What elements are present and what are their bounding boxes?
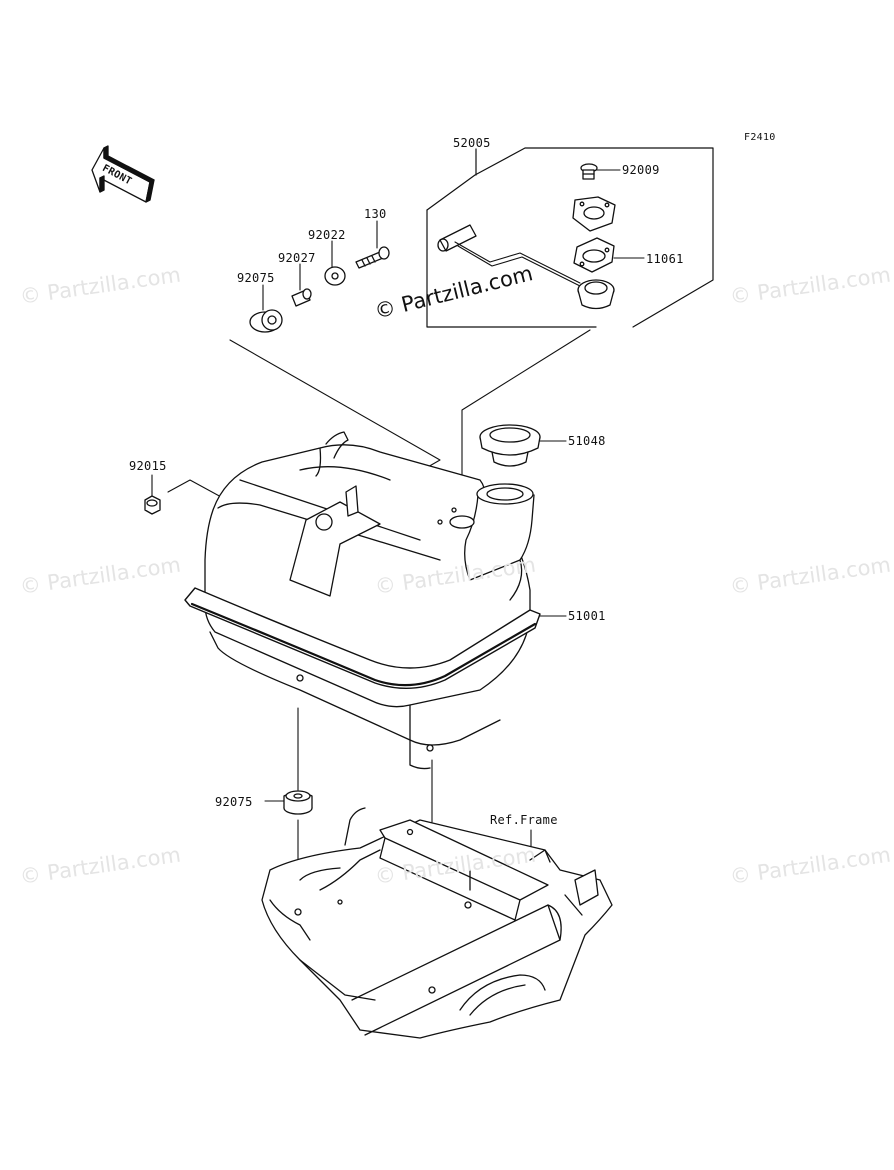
fuel-sender bbox=[437, 224, 615, 310]
gasket-plate-upper bbox=[572, 196, 616, 232]
part-label-51001[interactable]: 51001 bbox=[568, 609, 606, 623]
bolt-130 bbox=[355, 246, 390, 269]
part-label-92022[interactable]: 92022 bbox=[308, 228, 346, 242]
ref-frame-label: Ref.Frame bbox=[490, 813, 558, 827]
washer-92022 bbox=[324, 266, 346, 286]
fuel-cap-51048 bbox=[479, 424, 541, 467]
part-label-92009[interactable]: 92009 bbox=[622, 163, 660, 177]
front-arrow-icon bbox=[91, 145, 155, 203]
assembly-box-52005 bbox=[426, 147, 714, 328]
part-label-11061[interactable]: 11061 bbox=[646, 252, 684, 266]
part-label-52005[interactable]: 52005 bbox=[453, 136, 491, 150]
frame-reference bbox=[261, 807, 613, 1039]
collar-92027 bbox=[291, 288, 312, 307]
fuel-tank-51001 bbox=[184, 431, 541, 770]
part-label-92075-bottom[interactable]: 92075 bbox=[215, 795, 253, 809]
part-label-51048[interactable]: 51048 bbox=[568, 434, 606, 448]
diagram-code: F2410 bbox=[744, 132, 776, 143]
grommet-92075-top bbox=[249, 309, 283, 333]
part-label-130[interactable]: 130 bbox=[364, 207, 387, 221]
part-label-92015[interactable]: 92015 bbox=[129, 459, 167, 473]
nut-92015 bbox=[144, 495, 161, 515]
grommet-92075-bottom bbox=[283, 790, 313, 815]
bolt-92009 bbox=[580, 163, 598, 180]
part-label-92075-top[interactable]: 92075 bbox=[237, 271, 275, 285]
part-label-92027[interactable]: 92027 bbox=[278, 251, 316, 265]
gasket-11061 bbox=[573, 237, 615, 273]
